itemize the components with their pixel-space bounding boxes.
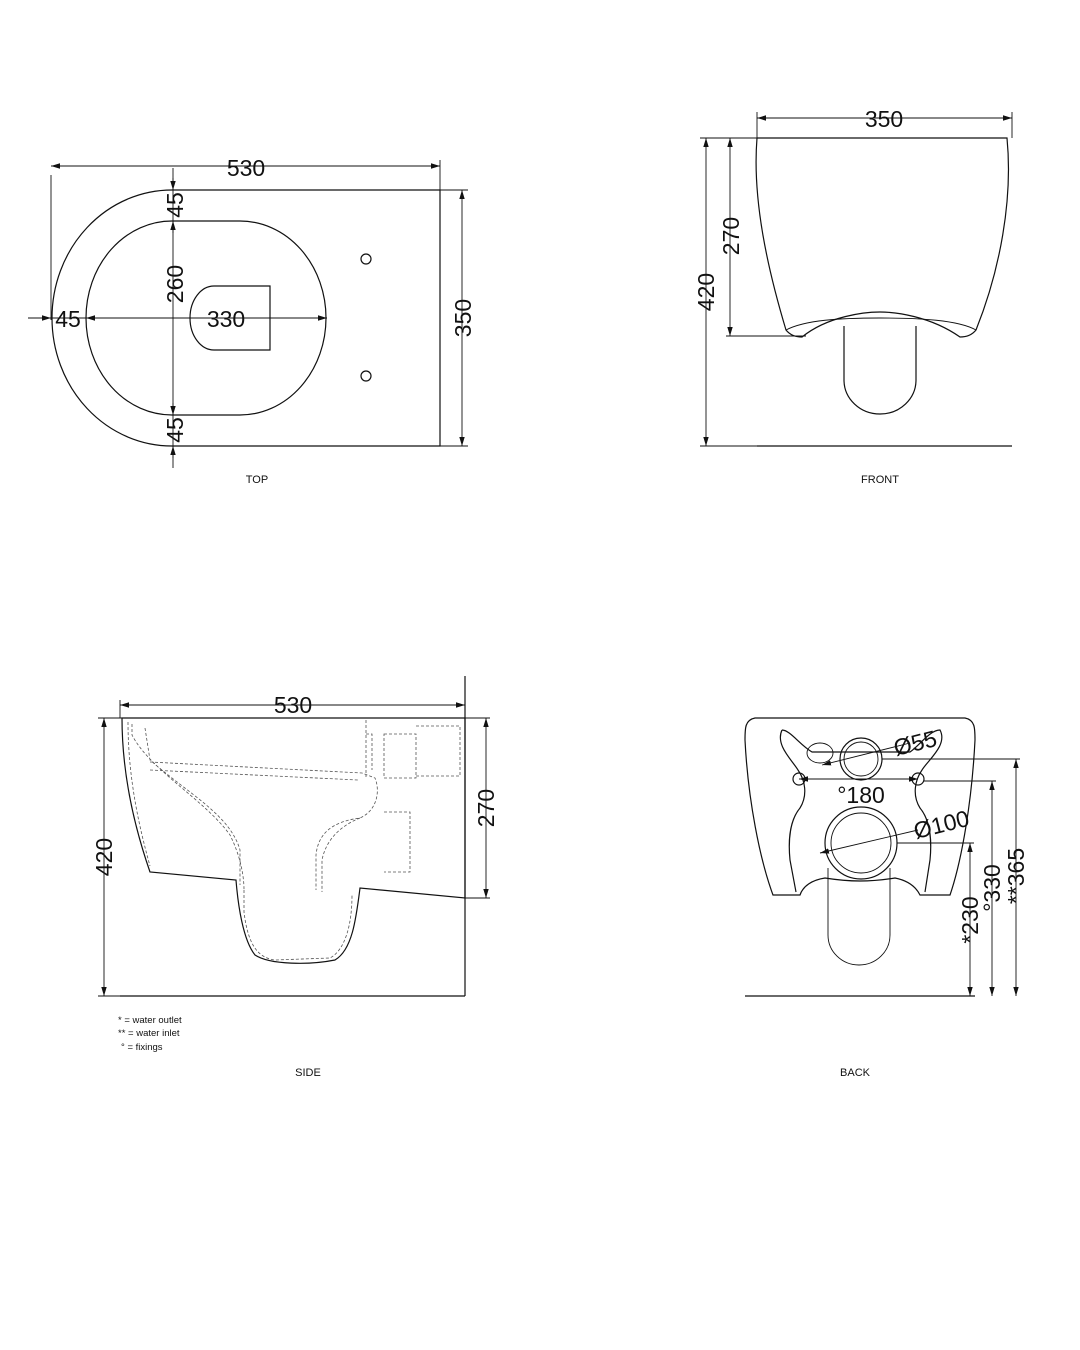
side-inlet-box bbox=[365, 720, 461, 873]
top-inner-length-dim: 330 bbox=[207, 306, 245, 332]
back-inlet-dia-dim: Ø55 bbox=[891, 725, 939, 761]
top-rim-side-dim: 45 bbox=[55, 306, 81, 332]
back-outlet-hole-inner bbox=[830, 812, 892, 874]
back-pedestal bbox=[827, 868, 891, 966]
top-fixing-hole-lower bbox=[360, 370, 372, 382]
side-inner-bowl bbox=[127, 721, 245, 891]
back-outlet-dia-dim: Ø100 bbox=[911, 805, 972, 844]
back-inlet-hole-inner bbox=[843, 741, 879, 777]
top-view: 530 350 45 260 45 45 330 TOP bbox=[28, 155, 476, 486]
side-bowl-height-dim: 270 bbox=[473, 789, 499, 827]
front-pedestal bbox=[843, 326, 917, 415]
top-caption: TOP bbox=[246, 474, 268, 486]
back-caption: BACK bbox=[840, 1067, 871, 1079]
front-width-dim: 350 bbox=[865, 106, 903, 132]
side-caption: SIDE bbox=[295, 1067, 321, 1079]
legend-item: ° = fixings bbox=[121, 1042, 163, 1053]
side-view: 530 420 270 * = water outlet ** = water … bbox=[91, 676, 499, 1079]
legend-item: ** = water inlet bbox=[118, 1028, 180, 1039]
top-bowl-opening bbox=[85, 220, 327, 416]
top-outline bbox=[51, 189, 441, 447]
back-fixings-height-dim: °330 bbox=[979, 864, 1005, 912]
front-base-rim bbox=[785, 317, 977, 331]
top-drain-hole bbox=[189, 285, 271, 351]
top-length-dim: 530 bbox=[227, 155, 265, 181]
back-cutout bbox=[779, 729, 943, 893]
front-outline bbox=[755, 137, 1010, 338]
side-length-dim: 530 bbox=[274, 692, 312, 718]
legend-item: * = water outlet bbox=[118, 1015, 182, 1026]
top-rim-bottom-dim: 45 bbox=[162, 417, 188, 443]
top-fixing-hole-upper bbox=[360, 253, 372, 265]
back-fixings-spacing-dim: °180 bbox=[837, 782, 885, 808]
back-vent-hole bbox=[806, 742, 834, 764]
front-view: 350 420 270 FRONT bbox=[693, 106, 1013, 486]
back-inlet-height-dim: **365 bbox=[1003, 848, 1029, 904]
side-trap bbox=[149, 761, 378, 892]
back-outlet-height-dim: *230 bbox=[957, 896, 983, 943]
top-rim-top-dim: 45 bbox=[162, 192, 188, 218]
top-width-dim: 350 bbox=[450, 299, 476, 337]
side-pedestal-inner bbox=[243, 890, 353, 961]
front-height-dim: 420 bbox=[693, 273, 719, 311]
side-height-dim: 420 bbox=[91, 838, 117, 876]
top-inner-width-dim: 260 bbox=[162, 265, 188, 303]
front-caption: FRONT bbox=[861, 474, 899, 486]
back-view: Ø55 Ø100 °180 **365 °330 *230 BACK bbox=[744, 717, 1029, 1079]
front-bowl-height-dim: 270 bbox=[718, 217, 744, 255]
side-outline bbox=[121, 717, 466, 964]
back-outline bbox=[744, 717, 976, 896]
